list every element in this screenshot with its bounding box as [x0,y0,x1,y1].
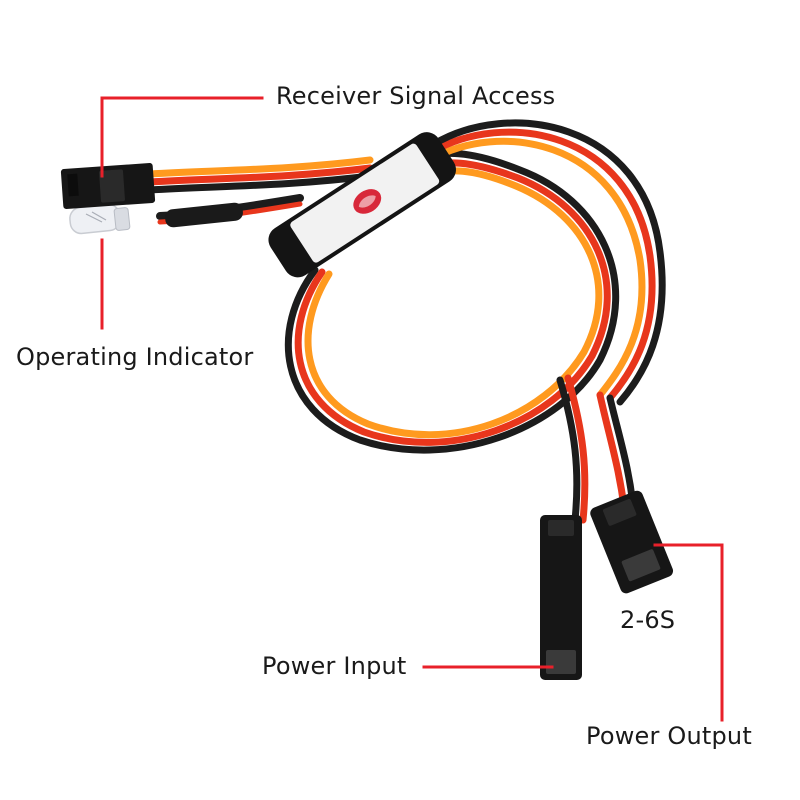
receiver-signal-access-label: Receiver Signal Access [276,82,556,110]
power-output-label: Power Output [586,722,752,750]
heat-shrink [165,202,243,228]
power-input-connector [540,515,582,680]
leader-power-output [653,543,724,722]
leader-lines [100,96,724,722]
operating-indicator-label: Operating Indicator [16,343,254,371]
voltage-range-label: 2-6S [620,606,676,634]
power-input-label: Power Input [262,652,407,680]
power-output-connector [590,490,674,594]
kill-switch-module [268,132,456,278]
wire-loop [284,119,666,454]
leader-receiver [100,96,264,178]
receiver-connector [60,163,156,209]
